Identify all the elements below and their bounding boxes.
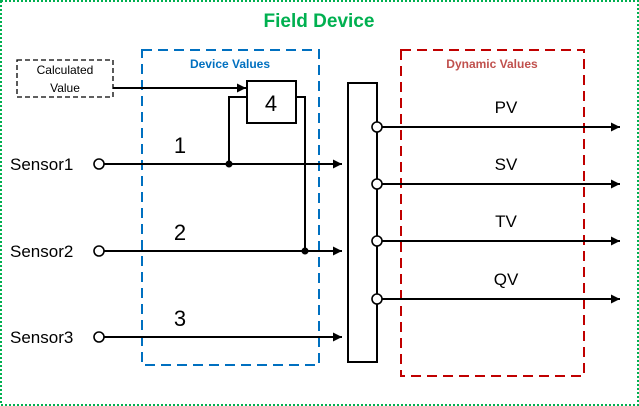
sensor-row-1: Sensor1 1	[10, 133, 342, 174]
calculated-value-label-line2: Value	[50, 81, 80, 95]
pv-label: PV	[495, 98, 518, 117]
tv-label: TV	[495, 212, 517, 231]
qv-terminal-icon	[371, 293, 383, 305]
sensor2-junction	[301, 247, 309, 255]
output-qv: QV	[371, 270, 620, 305]
output-pv: PV	[371, 98, 620, 133]
channel2-label: 2	[174, 220, 186, 245]
sensor-row-2: Sensor2 2	[10, 220, 342, 261]
qv-label: QV	[494, 270, 519, 289]
sensor-row-3: Sensor3 3	[10, 306, 342, 347]
calculated-value-box	[16, 59, 114, 98]
sensor1-terminal-icon	[93, 158, 105, 170]
dynamic-values-label: Dynamic Values	[446, 57, 538, 71]
sensor3-label: Sensor3	[10, 328, 73, 347]
tv-terminal-icon	[371, 235, 383, 247]
sv-terminal-icon	[371, 178, 383, 190]
sensor1-junction	[225, 160, 233, 168]
sensor3-terminal-icon	[93, 331, 105, 343]
output-sv: SV	[371, 155, 620, 190]
field-device-title: Field Device	[264, 11, 375, 32]
device-values-group	[141, 49, 320, 366]
channel3-label: 3	[174, 306, 186, 331]
channel4-box	[246, 80, 297, 124]
sv-label: SV	[495, 155, 518, 174]
calculated-value-label-line1: Calculated	[37, 63, 94, 77]
channel1-label: 1	[174, 133, 186, 158]
pv-terminal-icon	[371, 121, 383, 133]
device-values-label: Device Values	[190, 57, 270, 71]
sensor1-label: Sensor1	[10, 155, 73, 174]
output-tv: TV	[371, 212, 620, 247]
sensor2-terminal-icon	[93, 245, 105, 257]
channel4-label: 4	[265, 91, 277, 116]
sensor2-label: Sensor2	[10, 242, 73, 261]
dynamic-values-group	[400, 49, 585, 377]
